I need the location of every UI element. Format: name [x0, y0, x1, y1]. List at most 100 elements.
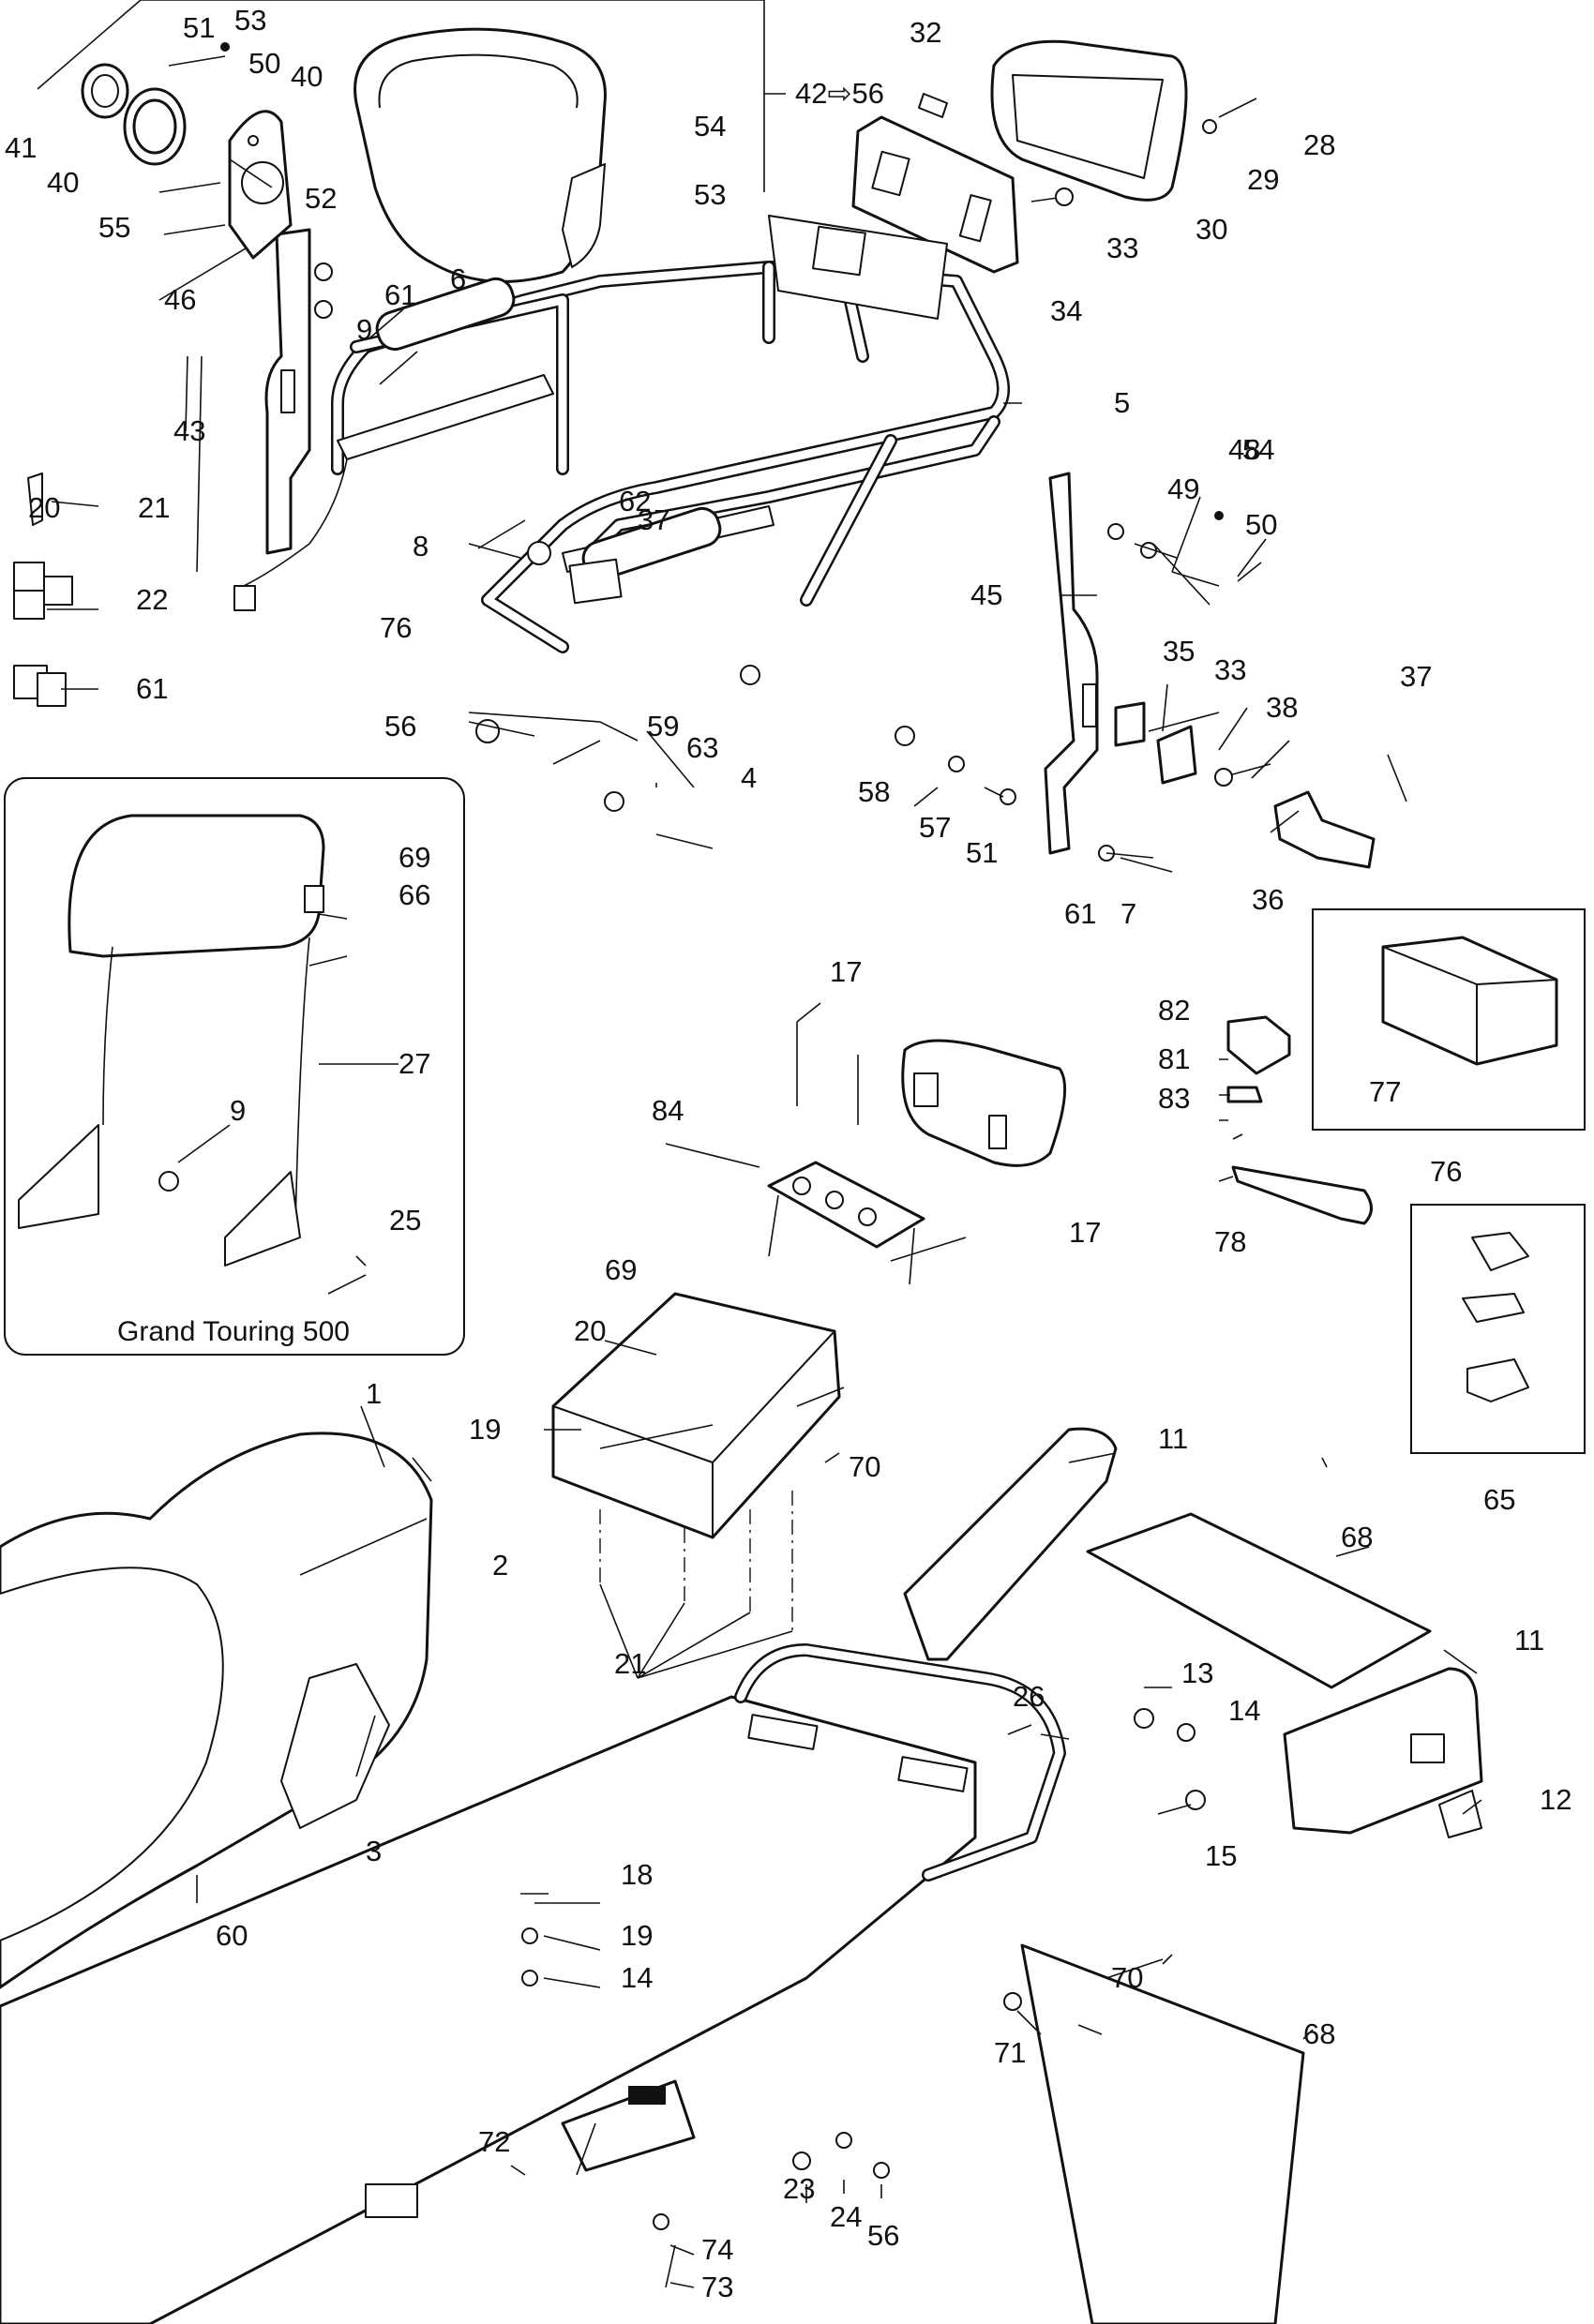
callout: 20	[28, 491, 60, 524]
callout: 60	[216, 1919, 248, 1952]
callout: 74	[701, 2233, 733, 2266]
base-box	[551, 1292, 841, 1631]
bushings	[81, 42, 1224, 520]
callout: 9	[230, 1094, 246, 1127]
callout: 81	[1158, 1042, 1190, 1075]
callout: 61	[384, 278, 416, 311]
callout: 51	[183, 11, 215, 44]
callout: 69	[605, 1253, 637, 1286]
callout: 49	[1167, 472, 1199, 505]
callout: 51	[966, 836, 998, 869]
callout: 2	[492, 1549, 508, 1582]
callout: 36	[1252, 883, 1284, 916]
callout: 50	[1245, 508, 1277, 541]
callout: 25	[389, 1204, 421, 1237]
callout-numbers: 51 53 50 40 41 40 55 52 46 61 6 9 43 54 …	[5, 4, 1571, 2303]
callout: 8	[413, 530, 429, 562]
callout: 41	[5, 131, 37, 164]
callout: 15	[1205, 1839, 1237, 1872]
callout: 28	[1303, 128, 1335, 161]
left-mount-bracket	[228, 110, 311, 555]
callout: 73	[701, 2271, 733, 2303]
callout: 22	[136, 583, 168, 616]
callout: 84	[652, 1094, 684, 1127]
callout: 5	[1114, 386, 1130, 419]
callout: 50	[248, 47, 280, 80]
callout: 63	[686, 731, 718, 764]
callout: 23	[783, 2172, 815, 2205]
callout: 78	[1214, 1225, 1246, 1258]
inset-grand-touring-500	[4, 777, 465, 1356]
inset-caption: Grand Touring 500	[117, 1316, 350, 1347]
callout: 21	[614, 1647, 646, 1680]
callout: 27	[398, 1047, 430, 1080]
callout: 14	[1228, 1694, 1260, 1727]
leader-lines	[47, 158, 1482, 2288]
callout: 20	[574, 1314, 606, 1347]
luggage-rack	[233, 215, 1010, 765]
callout: 69	[398, 841, 430, 874]
callout: 3	[366, 1835, 382, 1867]
callout: 68	[1341, 1521, 1373, 1553]
callout: 24	[830, 2200, 862, 2233]
callout: 55	[98, 211, 130, 244]
connectors	[13, 472, 73, 707]
callout: 53	[694, 178, 726, 211]
callout: 66	[398, 878, 430, 911]
callout: 58	[858, 775, 890, 808]
callout: 30	[1196, 213, 1227, 246]
callout: 33	[1106, 232, 1138, 264]
callout: 11	[1514, 1624, 1544, 1657]
callout: 76	[1430, 1155, 1462, 1188]
callout: 56	[867, 2219, 899, 2252]
group-reference-label: 42⇨56	[795, 77, 884, 110]
callout: 37	[638, 503, 669, 536]
callout: 21	[138, 491, 170, 524]
callout: 52	[305, 182, 337, 215]
callout: 19	[469, 1413, 501, 1446]
group-bracket: 42⇨56	[37, 0, 884, 192]
accessories	[1226, 908, 1586, 1454]
hardware	[158, 55, 1257, 873]
backrest-pad	[353, 27, 607, 283]
callout: 34	[1050, 294, 1082, 327]
callout: 32	[910, 16, 941, 49]
callout: 77	[1369, 1075, 1401, 1108]
callout: 11	[1158, 1422, 1188, 1455]
callout: 12	[1540, 1783, 1571, 1816]
callout: 65	[1483, 1483, 1515, 1516]
tail-light-assembly	[851, 39, 1188, 274]
callout: 71	[994, 2036, 1026, 2069]
side-panels	[903, 1427, 1483, 1838]
callout: 61	[136, 672, 168, 705]
callout: 43	[173, 414, 205, 447]
callout: 17	[830, 955, 862, 988]
callout: 33	[1214, 653, 1246, 686]
callout: 7	[1120, 897, 1136, 930]
callout: 4	[741, 761, 757, 794]
callout: 1	[366, 1377, 382, 1410]
callout: 70	[849, 1450, 880, 1483]
callout: 54	[1242, 433, 1274, 466]
callout: 37	[1400, 660, 1432, 693]
tail-light-support	[767, 1022, 1067, 1285]
callout: 46	[164, 283, 196, 316]
callout: 38	[1266, 691, 1298, 724]
callout: 53	[234, 4, 266, 37]
callout: 19	[621, 1919, 653, 1952]
callout: 48	[1228, 433, 1260, 466]
right-mount-bracket	[1044, 472, 1407, 869]
callout: 72	[478, 2125, 510, 2158]
callout: 54	[694, 110, 726, 142]
callout: 82	[1158, 994, 1190, 1027]
callout: 76	[380, 611, 412, 644]
callout: 17	[1069, 1216, 1101, 1249]
callout: 18	[621, 1858, 653, 1891]
seat	[0, 1432, 433, 1989]
callout: 70	[1111, 1961, 1143, 1994]
callout: 14	[621, 1961, 653, 1994]
callout: 13	[1181, 1657, 1213, 1689]
snow-flap	[520, 1893, 1305, 2324]
callout: 40	[291, 60, 323, 93]
